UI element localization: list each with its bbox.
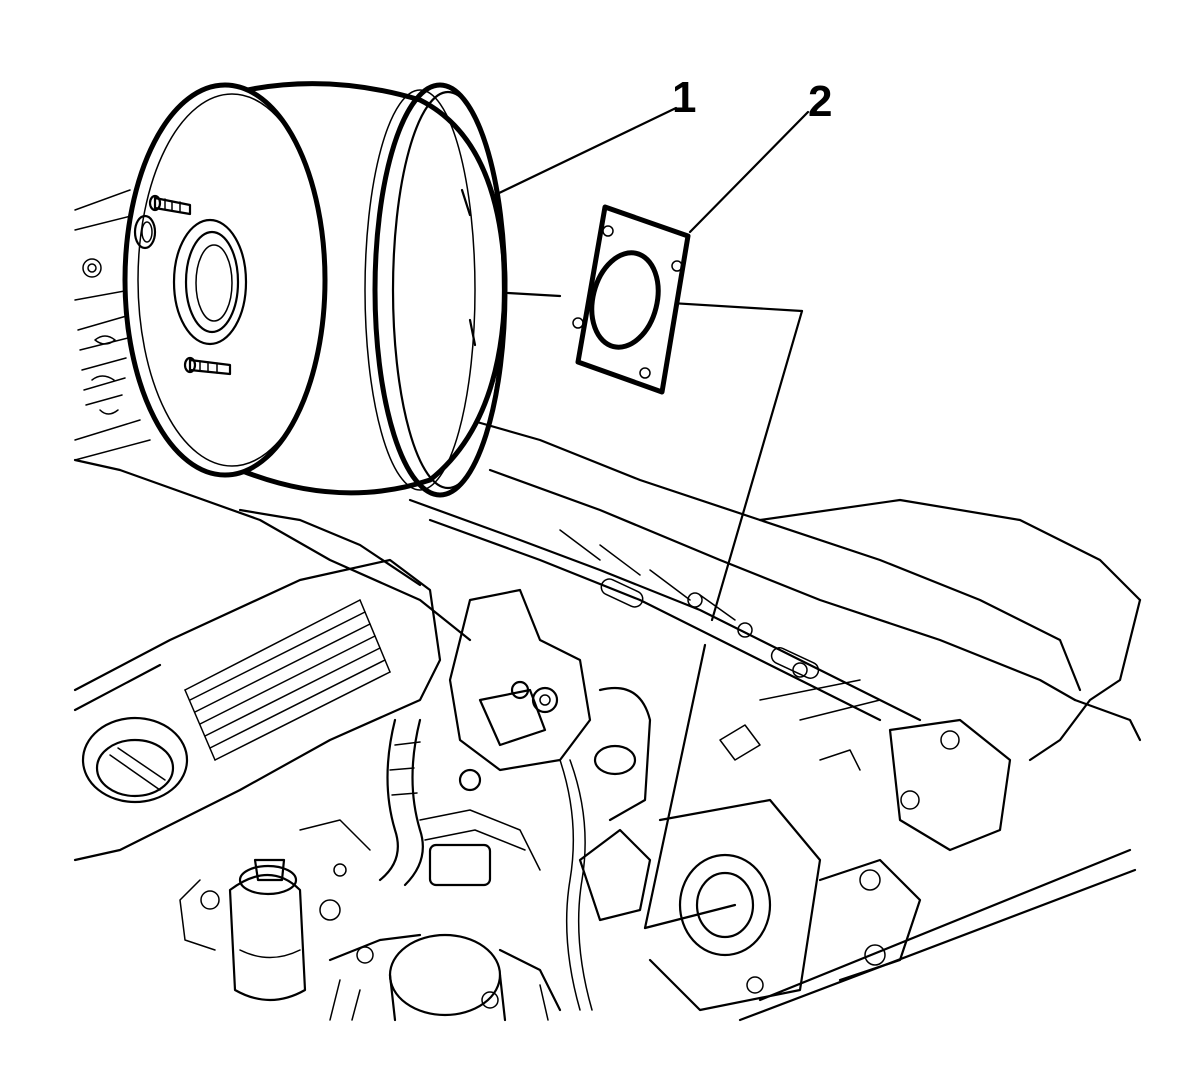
- engine-components: [179, 588, 1137, 1022]
- engine-bay-background: [73, 189, 1142, 762]
- booster-stud-upper: [148, 194, 192, 216]
- engine-cover: [73, 558, 442, 862]
- booster-gasket: [572, 204, 691, 395]
- brake-booster: [122, 81, 508, 498]
- callout-label-2: 2: [808, 77, 832, 126]
- booster-stud-lower: [183, 356, 232, 376]
- callout-label-1: 1: [672, 73, 696, 122]
